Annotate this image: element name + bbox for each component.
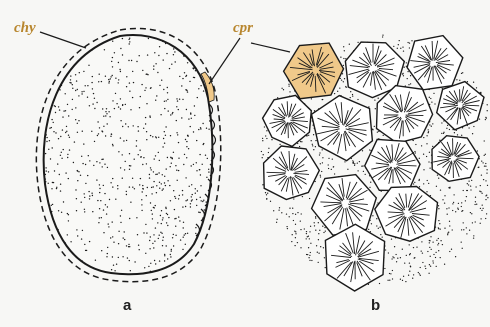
panel-a-label: a: [123, 297, 131, 314]
cpr-leader-line-a: [209, 38, 240, 84]
panel-b-drawing: [261, 34, 489, 291]
cell-outline: [284, 43, 344, 99]
cell: [312, 96, 373, 161]
cyst-wall: [44, 35, 213, 274]
cell: [377, 86, 433, 144]
panel-b-label: b: [371, 297, 380, 314]
cpr-leader-line-b: [251, 43, 290, 52]
cell-cluster: [263, 36, 484, 291]
cell: [407, 36, 463, 90]
cell: [432, 136, 479, 182]
cpr-label: cpr: [233, 20, 253, 37]
cell-outline: [407, 36, 463, 90]
cell-outline: [377, 86, 433, 144]
cell: [365, 139, 420, 190]
cell-outline: [312, 175, 377, 236]
highlighted-cell: [284, 43, 344, 99]
panel-a-drawing: [36, 28, 220, 281]
chy-label: chy: [14, 20, 36, 37]
cell: [437, 82, 484, 130]
cell-outline: [312, 96, 373, 161]
cell: [312, 175, 377, 236]
cell: [375, 187, 438, 242]
cell: [264, 146, 320, 200]
chy-leader-line: [40, 32, 86, 48]
cell: [263, 95, 312, 146]
